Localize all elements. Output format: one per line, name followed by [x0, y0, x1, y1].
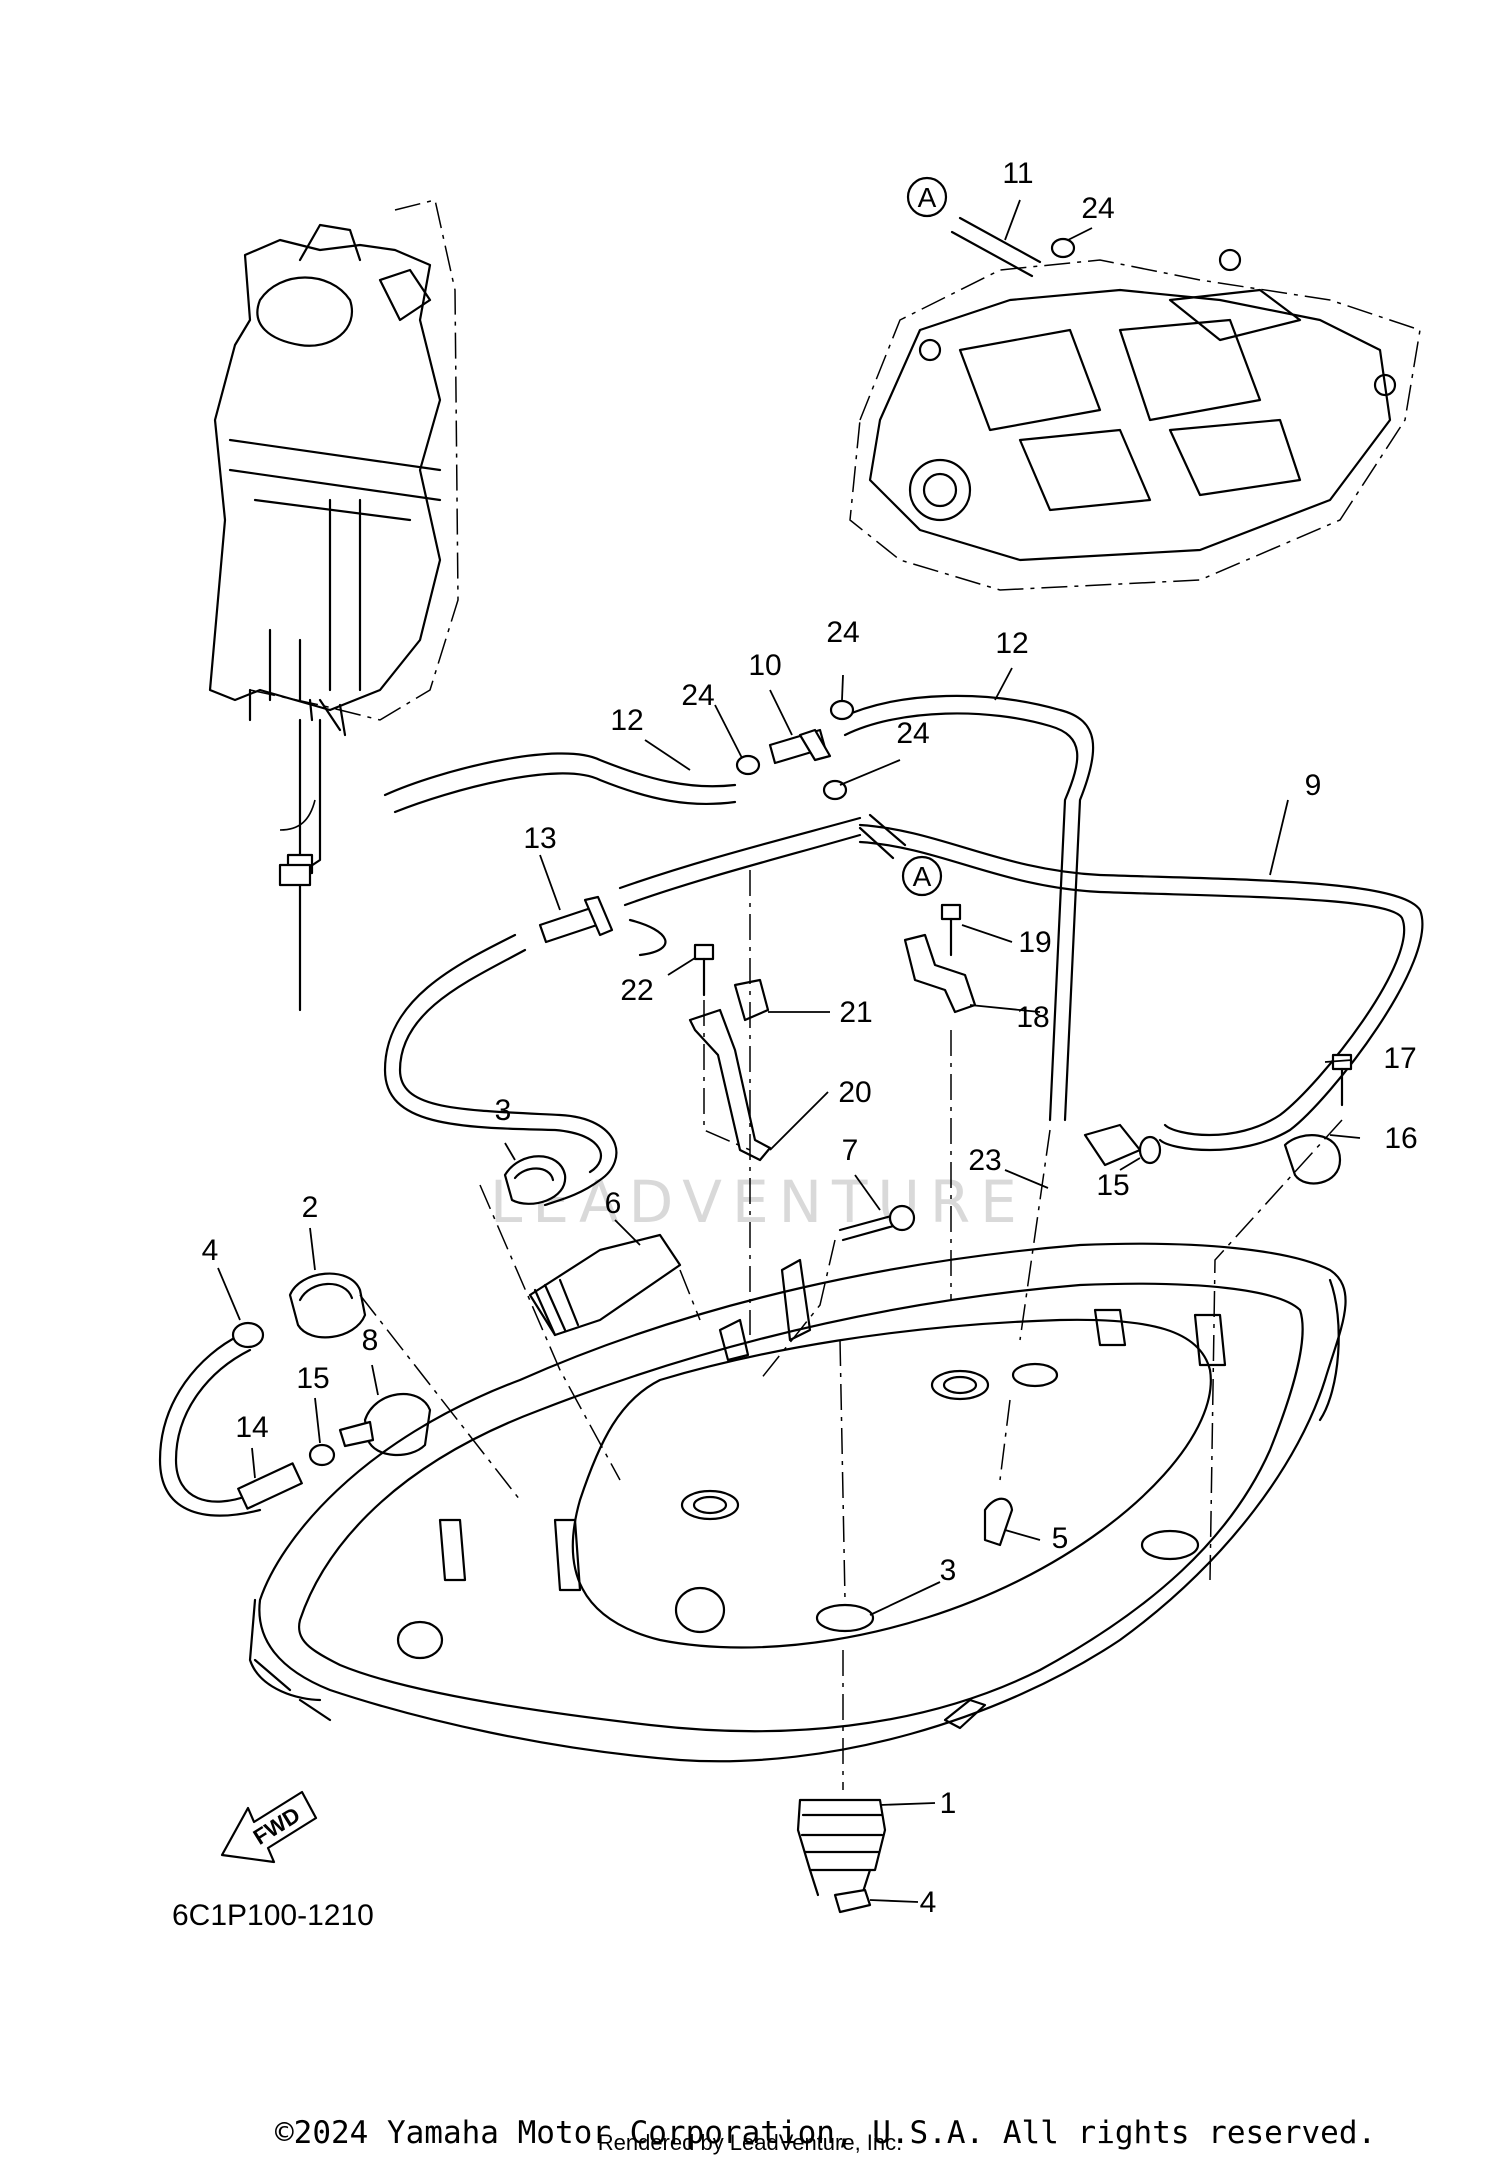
forward-direction-arrow: FWD: [220, 1790, 318, 1864]
callout-13: 13: [523, 822, 556, 855]
assembly-lines: [359, 870, 1343, 1790]
copyright-notice: ©2024 Yamaha Motor Corporation, U.S.A. A…: [275, 2115, 1376, 2151]
callout-9: 9: [1305, 769, 1322, 802]
callout-12: 12: [995, 627, 1028, 660]
callout-12: 12: [610, 704, 643, 737]
rendered-by-note: Rendered by LeadVenture, Inc.: [598, 2130, 903, 2155]
callout-16: 16: [1384, 1122, 1417, 1155]
callout-24: 24: [681, 679, 714, 712]
leader-lines: [217, 199, 1361, 1903]
callout-23: 23: [968, 1144, 1001, 1177]
callout-4: 4: [202, 1234, 219, 1267]
engine-assembly-drawing: [208, 199, 459, 1012]
callout-24: 24: [896, 717, 929, 750]
callout-22: 22: [620, 974, 653, 1007]
small-parts: [231, 237, 1353, 1914]
callout-19: 19: [1018, 926, 1051, 959]
reference-marker-a: A: [906, 176, 948, 218]
callout-4: 4: [920, 1886, 937, 1919]
callout-6: 6: [605, 1187, 622, 1220]
callout-3: 3: [495, 1094, 512, 1127]
bottom-cowling-drawing: [248, 1242, 1347, 1763]
callout-15: 15: [1096, 1169, 1129, 1202]
callout-1: 1: [940, 1787, 957, 1820]
callout-17: 17: [1383, 1042, 1416, 1075]
callout-5: 5: [1052, 1522, 1069, 1555]
callout-8: 8: [362, 1324, 379, 1357]
svg-text:A: A: [918, 182, 937, 213]
callout-labels: 11 24 12 24 10 24 12 24 9 13 19 22 21 18…: [202, 157, 1418, 1919]
exhaust-guide-drawing: [849, 248, 1421, 591]
hose-routing: [158, 216, 1424, 1517]
reference-marker-a: A: [901, 855, 943, 897]
diagram-code: 6C1P100-1210: [172, 1899, 374, 1932]
callout-20: 20: [838, 1076, 871, 1109]
callout-10: 10: [748, 649, 781, 682]
callout-2: 2: [302, 1191, 319, 1224]
callout-15: 15: [296, 1362, 329, 1395]
svg-text:A: A: [913, 861, 932, 892]
callout-7: 7: [842, 1134, 859, 1167]
callout-14: 14: [235, 1411, 268, 1444]
callout-21: 21: [839, 996, 872, 1029]
watermark: LEADVENTURE: [490, 1168, 1027, 1236]
callout-11: 11: [1002, 157, 1033, 190]
callout-18: 18: [1016, 1001, 1049, 1034]
callout-24: 24: [1081, 192, 1114, 225]
callout-24: 24: [826, 616, 859, 649]
callout-3: 3: [940, 1554, 957, 1587]
